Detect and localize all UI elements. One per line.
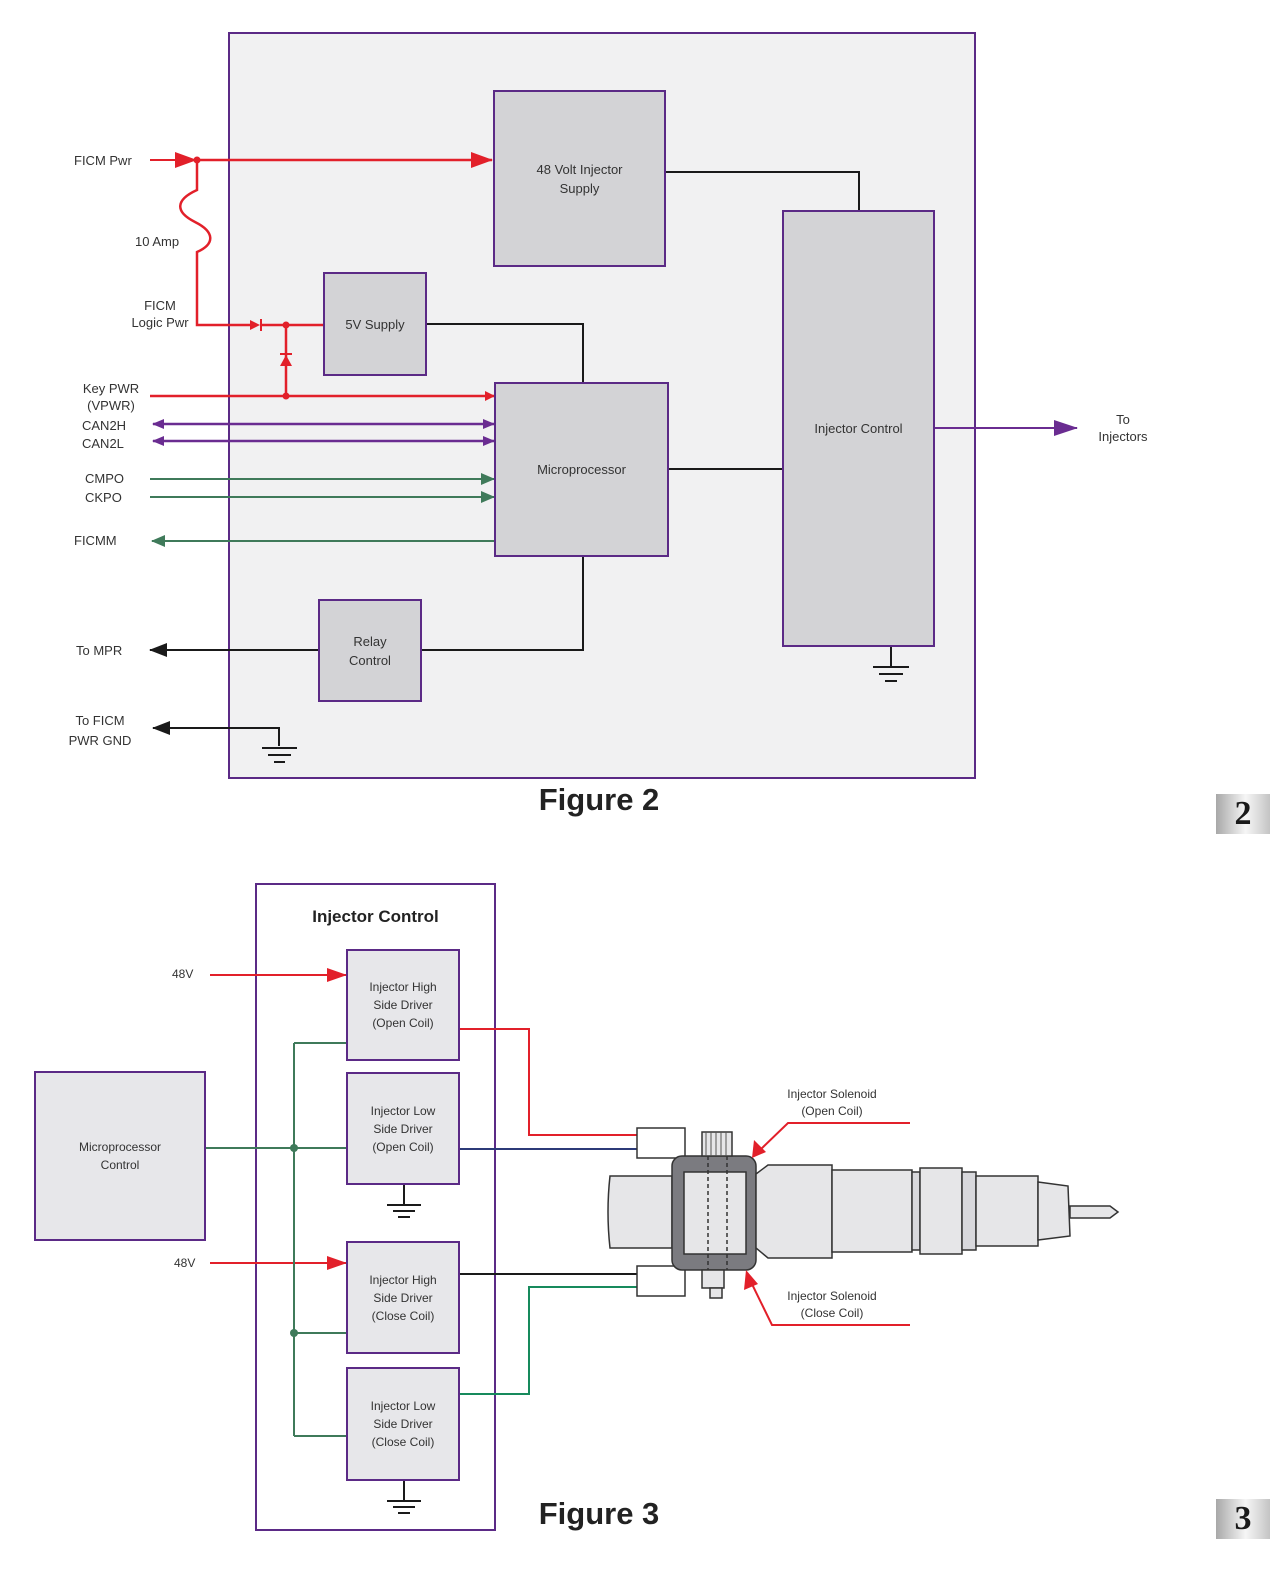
microprocessor-control-block: Microprocessor Control [34,1071,206,1241]
label-ficm-pwr: FICM Pwr [74,153,132,168]
label-key-pwr: Key PWR (VPWR) [82,381,140,413]
driver-high-close-block: Injector High Side Driver (Close Coil) [346,1241,460,1354]
label-solenoid-close: Injector Solenoid (Close Coil) [787,1289,877,1320]
figure2-caption: Figure 2 [538,782,660,817]
5v-supply-block: 5V Supply [323,272,427,376]
label-48v-bottom: 48V [174,1256,196,1270]
label-fuse: 10 Amp [135,234,180,249]
label-to-ficm-pwr-gnd: To FICM PWR GND [68,713,132,748]
label-to-injectors: To Injectors [1098,412,1148,444]
driver-low-open-block: Injector Low Side Driver (Open Coil) [346,1072,460,1185]
label-ficmm: FICMM [74,533,117,548]
label-can2h: CAN2H [82,418,127,433]
injector-supply-block: 48 Volt Injector Supply [493,90,666,267]
label-to-mpr: To MPR [76,643,123,658]
supply-to-injector-control [666,171,860,211]
page-number-3: 3 [1216,1499,1270,1539]
label-solenoid-open: Injector Solenoid (Open Coil) [787,1087,877,1118]
ground-symbol-open-driver [387,1204,421,1218]
control-bus [205,1042,347,1437]
ground-symbol-ficm [262,747,297,763]
relay-control-block: Relay Control [318,599,422,702]
injector-control-block: Injector Control [782,210,935,647]
5v-to-micro [426,323,584,383]
label-ficm-logic-pwr: FICM Logic Pwr [131,298,189,330]
fuse-symbol [179,160,250,327]
ground-symbol-close-driver [387,1500,421,1514]
microprocessor-block: Microprocessor [494,382,669,557]
figure3-caption: Figure 3 [538,1496,660,1531]
diode-series [250,320,260,330]
fuel-injector-illustration [607,1127,1120,1299]
micro-to-relay [421,556,584,651]
label-can2l: CAN2L [82,436,124,451]
open-coil-high-wire [459,1028,637,1136]
diode-shunt [280,355,292,366]
ground-symbol-injector-control [873,666,909,682]
injector-control-title: Injector Control [312,907,439,926]
label-cmpo: CMPO [85,471,124,486]
label-48v-top: 48V [172,967,194,981]
driver-low-close-block: Injector Low Side Driver (Close Coil) [346,1367,460,1481]
close-coil-low-wire [459,1286,637,1395]
page-number-2: 2 [1216,794,1270,834]
solenoid-open-leader [759,1122,910,1151]
label-ckpo: CKPO [85,490,122,505]
solenoid-close-leader [749,1279,910,1326]
pwr-gnd-wire [152,721,280,746]
driver-high-open-block: Injector High Side Driver (Open Coil) [346,949,460,1061]
